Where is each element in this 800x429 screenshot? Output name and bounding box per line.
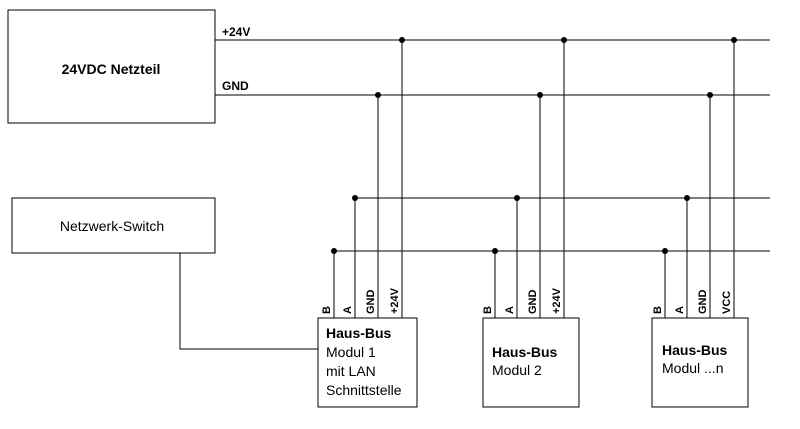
module-n-pin-gnd: GND — [697, 290, 709, 315]
module-n-title: Haus-Bus — [662, 342, 728, 358]
lan-cable — [179, 253, 318, 350]
module-n-line-1: Modul ...n — [662, 360, 723, 376]
module-1-line-3: Schnittstelle — [326, 382, 402, 398]
module-1-line-2: mit LAN — [326, 363, 376, 379]
module-2-pin-gnd: GND — [527, 290, 539, 315]
module-1-pin-b: B — [321, 306, 333, 314]
module-1-pin-gnd: GND — [365, 290, 377, 315]
module-2-pin-plus24v: +24V — [551, 287, 563, 314]
label-gnd: GND — [222, 79, 249, 93]
module-2-line-1: Modul 2 — [492, 362, 542, 378]
module-1-title: Haus-Bus — [326, 325, 392, 341]
module-2-title: Haus-Bus — [492, 344, 558, 360]
module-1-box — [317, 317, 418, 408]
junction-dots — [331, 37, 737, 254]
module-1-wires — [333, 40, 403, 318]
module-n-box — [651, 317, 749, 408]
network-switch-box — [11, 197, 216, 254]
module-2-pin-a: A — [504, 306, 516, 314]
power-supply-title: 24VDC Netzteil — [62, 61, 161, 77]
module-n-wires — [664, 40, 735, 318]
module-n-pin-vcc: VCC — [721, 291, 733, 314]
module-1-pin-a: A — [342, 306, 354, 314]
power-supply-box — [7, 9, 216, 124]
module-2-box — [482, 317, 580, 408]
module-n-pin-a: A — [674, 306, 686, 314]
network-switch-label: Netzwerk-Switch — [60, 218, 164, 234]
module-2-pin-b: B — [482, 306, 494, 314]
module-1-line-1: Modul 1 — [326, 344, 376, 360]
module-1-pin-plus24v: +24V — [389, 287, 401, 314]
module-2-wires — [494, 40, 565, 318]
label-plus24v: +24V — [222, 25, 250, 39]
module-n-pin-b: B — [652, 306, 664, 314]
